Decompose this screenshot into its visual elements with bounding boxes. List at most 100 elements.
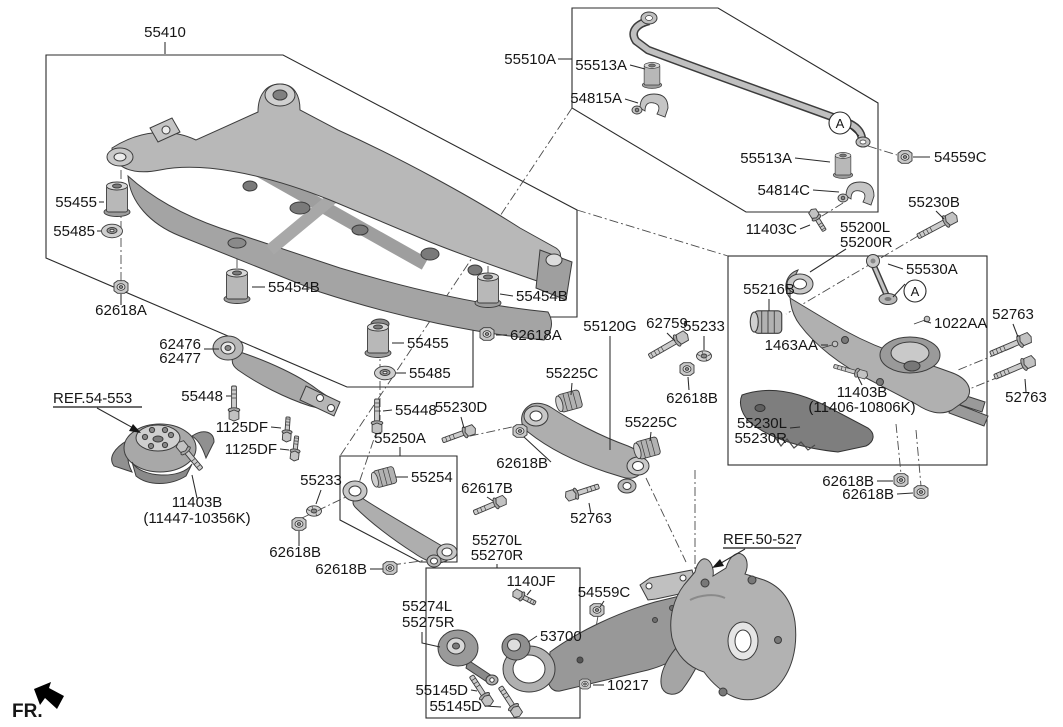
heat-protector-drawing xyxy=(739,389,874,453)
lower-arm-bushing-55216B xyxy=(749,310,783,334)
front-arm-drawing xyxy=(212,335,341,417)
part-label-10217: 10217 xyxy=(607,677,649,694)
part-label-62618B-6: 62618B xyxy=(842,486,894,503)
part-label-62618B-2: 62618B xyxy=(496,455,548,472)
part-label-62618A: 62618A xyxy=(95,302,147,319)
part-label-55510A: 55510A xyxy=(504,51,556,68)
part-label-62618B-5: 62618B xyxy=(822,473,874,490)
part-label-55145D-2: 55145D xyxy=(429,698,482,715)
part-label-55230D: 55230D xyxy=(435,399,488,416)
part-label-62618B-4: 62618B xyxy=(315,561,367,578)
part-label-55200R: 55200R xyxy=(840,234,893,251)
part-label-11403B: 11403B xyxy=(837,384,888,401)
part-label-53700: 53700 xyxy=(540,628,582,645)
part-label-11403B-2: 11403B xyxy=(172,494,223,511)
part-label-62618B: 62618B xyxy=(666,390,718,407)
leader-lines xyxy=(53,42,1027,708)
part-label-11403B-range: (11406-10806K) xyxy=(808,399,915,416)
part-label-55454B: 55454B xyxy=(268,279,320,296)
part-label-55270L: 55270L xyxy=(472,532,522,549)
callout-box-stabilizer xyxy=(571,7,879,213)
part-label-55485-2: 55485 xyxy=(409,365,451,382)
part-label-55225C-2: 55225C xyxy=(625,414,678,431)
part-label-54815A: 54815A xyxy=(570,90,622,107)
part-label-54559C-2: 54559C xyxy=(578,584,631,601)
part-label-55254: 55254 xyxy=(411,469,453,486)
part-label-55250A: 55250A xyxy=(374,430,426,447)
part-label-62617B: 62617B xyxy=(461,480,513,497)
part-label-62618A-2: 62618A xyxy=(510,327,562,344)
part-label-54559C: 54559C xyxy=(934,149,987,166)
part-label-55454B-2: 55454B xyxy=(516,288,568,305)
upper-arm-bushing-b xyxy=(631,436,662,461)
part-label-1022AA: 1022AA xyxy=(934,315,987,332)
view-marker-a-top-label: A xyxy=(836,116,845,131)
part-label-55530A: 55530A xyxy=(906,261,958,278)
part-label-55233-2: 55233 xyxy=(300,472,342,489)
stabilizer-bar-drawing xyxy=(629,11,871,148)
part-label-1463AA: 1463AA xyxy=(765,337,818,354)
part-label-62476: 62476 xyxy=(159,336,201,353)
part-label-11403B-2-range: (11447-10356K) xyxy=(143,510,250,527)
body-mount-drawing xyxy=(111,423,215,484)
part-label-55270R: 55270R xyxy=(471,547,524,564)
hardware-bolts xyxy=(173,206,1039,720)
part-label-11403C: 11403C xyxy=(746,221,798,238)
part-label-55233: 55233 xyxy=(683,318,725,335)
view-marker-a-arm: A xyxy=(892,279,927,303)
assist-arm-drawing xyxy=(342,480,458,568)
crossmember-drawing xyxy=(106,83,573,341)
part-labels: 55410 55510A 55513A 54815A 54559C 55513A… xyxy=(53,24,1047,715)
ref-label-50-527: REF.50-527 xyxy=(723,531,802,548)
part-label-55230R: 55230R xyxy=(734,430,787,447)
part-label-55448: 55448 xyxy=(181,388,223,405)
part-label-1125DF: 1125DF xyxy=(216,419,268,436)
screw-1463AA xyxy=(821,340,839,349)
callout-box-lower-arm xyxy=(727,255,988,466)
trailing-arm-bushing-drawing xyxy=(437,629,499,686)
part-label-55275R: 55275R xyxy=(402,614,455,631)
part-label-62477: 62477 xyxy=(159,350,201,367)
part-label-55145D: 55145D xyxy=(415,682,468,699)
part-label-55485: 55485 xyxy=(53,223,95,240)
part-label-55513A-2: 55513A xyxy=(740,150,792,167)
assist-arm-bushing-55254 xyxy=(369,465,398,490)
part-label-55455: 55455 xyxy=(55,194,97,211)
fr-indicator: FR. xyxy=(12,682,64,722)
part-label-55200L: 55200L xyxy=(840,219,890,236)
upper-arm-bushing-a xyxy=(553,389,584,414)
part-label-1140JF: 1140JF xyxy=(507,573,556,590)
fr-indicator-label: FR. xyxy=(12,701,43,722)
part-label-62618B-3: 62618B xyxy=(269,544,321,561)
part-label-55216B: 55216B xyxy=(743,281,795,298)
fr-arrow-icon xyxy=(34,682,64,709)
part-label-52763-3: 52763 xyxy=(570,510,612,527)
part-label-55230L: 55230L xyxy=(737,415,787,432)
stabilizer-link-drawing xyxy=(866,254,898,305)
part-label-62759: 62759 xyxy=(646,315,688,332)
screw-1022AA xyxy=(913,315,931,325)
projection-lines xyxy=(120,107,1017,679)
part-label-55120G: 55120G xyxy=(583,318,636,335)
part-label-52763-2: 52763 xyxy=(1005,389,1047,406)
part-label-55274L: 55274L xyxy=(402,598,452,615)
part-label-55448-2: 55448 xyxy=(395,402,437,419)
trailing-arm-drawing xyxy=(502,569,701,693)
trailing-arm-inner-bushing-53700 xyxy=(501,633,531,661)
lower-arm-drawing xyxy=(785,269,989,427)
ref-label-54-553: REF.54-553 xyxy=(53,390,132,407)
part-label-55455-2: 55455 xyxy=(407,335,449,352)
part-label-52763: 52763 xyxy=(992,306,1034,323)
part-label-55513A: 55513A xyxy=(575,57,627,74)
view-marker-a-arm-label: A xyxy=(911,284,920,299)
view-marker-a-top: A xyxy=(828,111,852,135)
part-label-55410: 55410 xyxy=(144,24,186,41)
stabilizer-bracket-drawing xyxy=(631,93,875,206)
part-label-1125DF-2: 1125DF xyxy=(225,441,277,458)
knuckle-drawing xyxy=(660,553,797,701)
part-label-54814C: 54814C xyxy=(757,182,810,199)
part-label-55230B: 55230B xyxy=(908,194,960,211)
upper-arm-drawing xyxy=(521,402,650,494)
